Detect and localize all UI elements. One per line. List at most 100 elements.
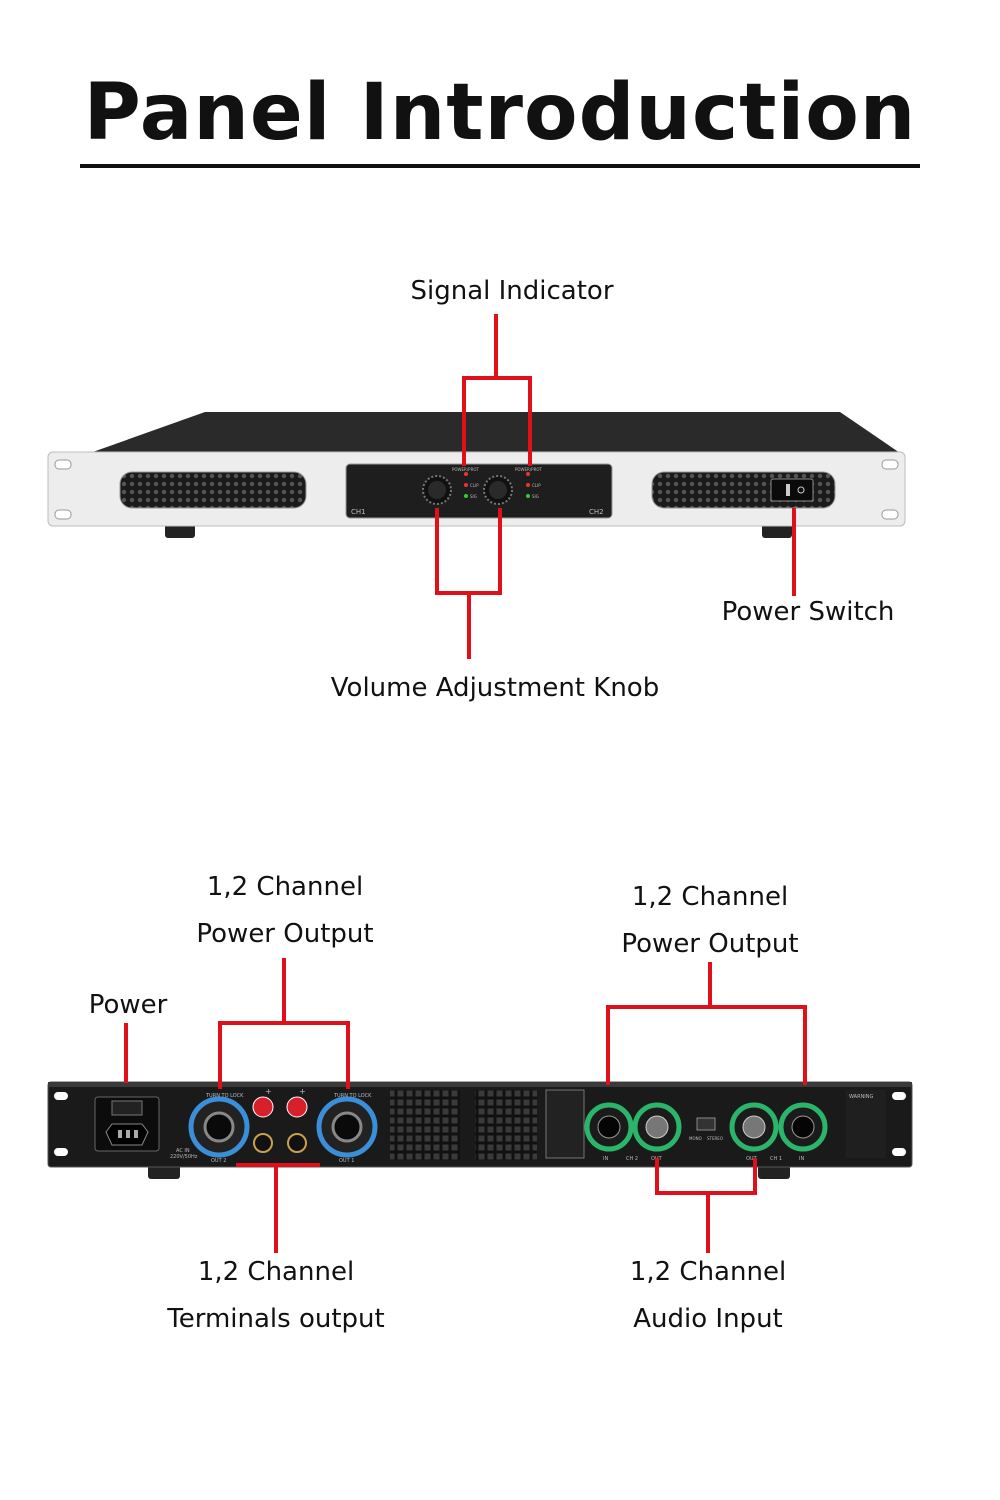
leader-knob-stem — [467, 591, 471, 659]
rear-vent-1 — [390, 1090, 460, 1160]
label-line: Terminals output — [167, 1304, 385, 1334]
label-audio-input: 1,2 Channel Audio Input — [572, 1249, 844, 1343]
foot — [762, 524, 792, 538]
binding-post-black-ch2 — [253, 1133, 273, 1153]
binding-post-red-ch1 — [286, 1096, 308, 1118]
label-line: Audio Input — [633, 1304, 783, 1334]
rack-hole — [892, 1092, 906, 1100]
pin — [134, 1130, 138, 1138]
xlr-core — [645, 1115, 669, 1139]
leader-terminals-stem — [274, 1163, 278, 1253]
panel-printed-text: CH1 CH2 POWER/PROT POWER/PROT CLIP CLIP … — [170, 467, 874, 1164]
label-line: 1,2 Channel — [629, 1257, 787, 1287]
in-text-ch1: IN — [799, 1156, 804, 1162]
rack-hole — [54, 1092, 68, 1100]
pin — [126, 1130, 130, 1138]
leader-knob-left — [435, 508, 439, 594]
leader-po-right-b — [803, 1005, 807, 1085]
turn-to-lock-text-1: TURN TO LOCK — [333, 1093, 372, 1099]
leader-po-right-a — [606, 1005, 610, 1085]
turn-to-lock-text-2: TURN TO LOCK — [205, 1093, 244, 1099]
leader-power-switch — [792, 508, 796, 596]
plus-text: + — [299, 1087, 306, 1096]
rack-hole — [892, 1148, 906, 1156]
leader-terminals-bar — [236, 1163, 320, 1167]
xlr-core — [597, 1115, 621, 1139]
label-power-switch: Power Switch — [721, 597, 895, 627]
leader-knob-right — [498, 508, 502, 594]
leader-po-right-stem — [708, 962, 712, 1008]
leader-power — [124, 1023, 128, 1083]
led-clip-ch1 — [464, 483, 468, 487]
led-sig-ch2 — [526, 494, 530, 498]
leader-po-left-b — [346, 1021, 350, 1089]
knob-cap — [428, 481, 446, 499]
leader-signal-bar — [462, 376, 532, 380]
foot — [165, 524, 195, 538]
label-power: Power — [88, 990, 168, 1020]
ch1-rear-text: CH 1 — [770, 1156, 782, 1162]
out1-text: OUT 1 — [339, 1158, 354, 1164]
binding-post-red-ch2 — [252, 1096, 274, 1118]
label-line: Power Output — [621, 929, 799, 959]
ac-in-text: AC IN — [176, 1148, 190, 1154]
mono-text: MONO — [689, 1136, 702, 1141]
stereo-text: STEREO — [707, 1136, 723, 1141]
power-switch — [770, 478, 814, 502]
label-power-output-left: 1,2 Channel Power Output — [150, 864, 420, 958]
rack-hole — [881, 459, 899, 470]
speakon-core — [331, 1111, 363, 1143]
label-line: 1,2 Channel — [631, 882, 789, 912]
binding-post-black-ch1 — [287, 1133, 307, 1153]
leader-po-left-bar — [218, 1021, 350, 1025]
knob-cap — [489, 481, 507, 499]
leader-po-left-stem — [282, 958, 286, 1024]
mono-stereo-switch — [696, 1117, 716, 1131]
led-power-ch1 — [464, 472, 468, 476]
leader-po-left-a — [218, 1021, 222, 1089]
led-sig-ch1 — [464, 494, 468, 498]
page-title: Panel Introduction — [0, 68, 1000, 168]
ch2-rear-text: CH 2 — [626, 1156, 638, 1162]
front-vent-left — [119, 471, 307, 509]
leader-signal-right — [528, 376, 532, 466]
leader-audio-stem — [706, 1191, 710, 1253]
label-line: Power Output — [196, 919, 374, 949]
xlr-core — [791, 1115, 815, 1139]
led-clip-ch2 — [526, 483, 530, 487]
warning-text: WARNING — [849, 1094, 874, 1100]
rack-hole — [881, 509, 899, 520]
label-signal-indicator: Signal Indicator — [410, 276, 614, 306]
out-text-ch1: OUT — [746, 1156, 758, 1162]
sig-text-ch1: SIG — [470, 494, 477, 499]
front-top-cover — [90, 412, 900, 453]
leader-audio-left — [655, 1158, 659, 1194]
speakon-core — [203, 1111, 235, 1143]
plus-text: + — [265, 1087, 272, 1096]
rear-vent-2 — [475, 1090, 537, 1160]
clip-text-ch1: CLIP — [470, 483, 479, 488]
label-volume-knob: Volume Adjustment Knob — [330, 673, 660, 703]
label-power-output-right: 1,2 Channel Power Output — [575, 874, 845, 968]
warning-label — [846, 1090, 886, 1158]
led-power-ch2 — [526, 472, 530, 476]
out2-text: OUT 2 — [211, 1158, 226, 1164]
sig-text-ch2: SIG — [532, 494, 539, 499]
label-line: 1,2 Channel — [206, 872, 364, 902]
rear-panel — [47, 1081, 913, 1179]
power-prot-text-ch2: POWER/PROT — [515, 467, 543, 472]
spec-label — [545, 1089, 585, 1159]
leader-audio-right — [753, 1158, 757, 1194]
pin — [118, 1130, 122, 1138]
switch-mark — [786, 484, 790, 496]
rack-hole — [54, 509, 72, 520]
leader-signal-stem — [494, 314, 498, 378]
rear-top-edge — [48, 1082, 912, 1087]
rack-hole — [54, 459, 72, 470]
leader-po-right-bar — [606, 1005, 807, 1009]
label-terminals-output: 1,2 Channel Terminals output — [136, 1249, 416, 1343]
power-prot-text-ch1: POWER/PROT — [452, 467, 480, 472]
in-text-ch2: IN — [603, 1156, 608, 1162]
ch1-text: CH1 — [351, 508, 366, 516]
